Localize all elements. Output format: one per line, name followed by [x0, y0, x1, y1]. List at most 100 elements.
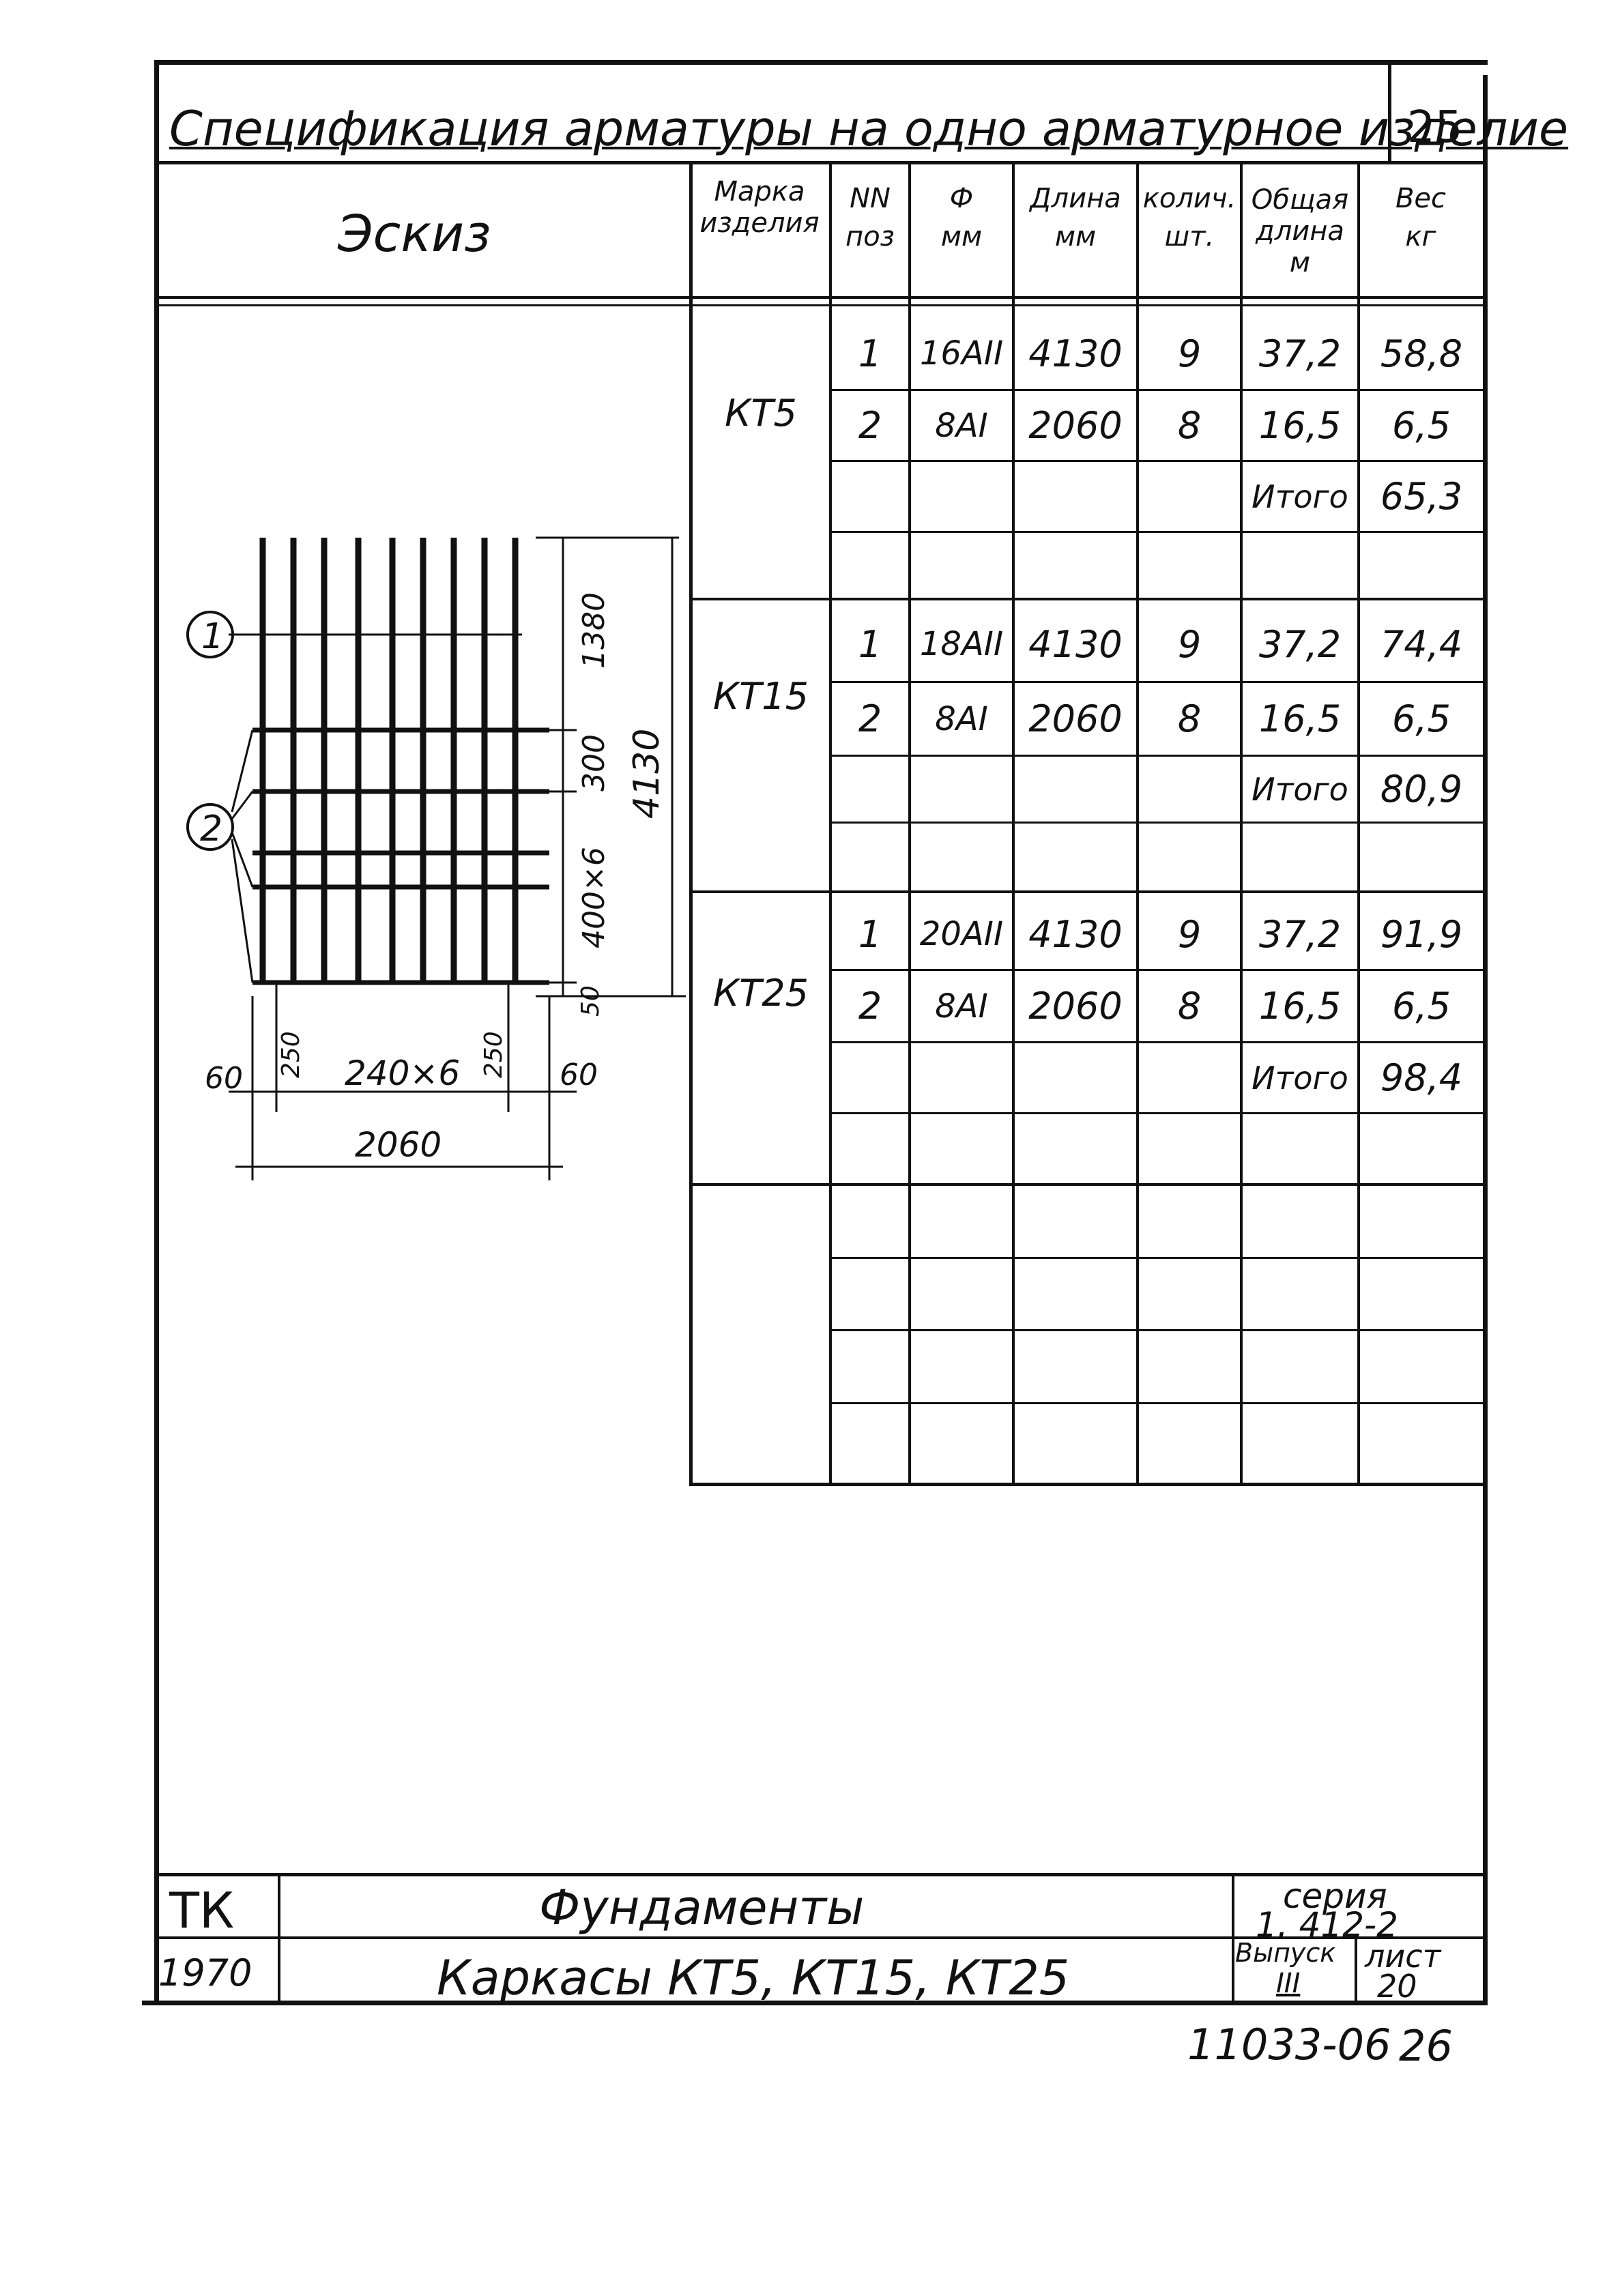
drawing-year: 1970	[158, 1951, 252, 1994]
row-length: 2060	[1028, 985, 1123, 1028]
row-dia: 20АII	[919, 915, 1004, 953]
row-pos: 2	[858, 985, 882, 1028]
row-dia: 8АI	[935, 987, 988, 1026]
row-pos: 2	[858, 697, 882, 740]
series-label: серия	[1283, 1876, 1387, 1916]
row-weight: 58,8	[1380, 332, 1463, 375]
row-total-length: 16,5	[1258, 697, 1342, 740]
frame-top	[156, 60, 1488, 65]
dim-mid: 300	[577, 734, 611, 791]
dim-left-margin: 60	[205, 1061, 243, 1096]
row-line	[829, 531, 1486, 533]
product-mark: КТ5	[725, 391, 797, 435]
col-line-weight	[1357, 162, 1360, 1486]
row-total-length: 37,2	[1258, 912, 1342, 956]
col-line-pos	[829, 162, 832, 1486]
titleblock-col-1	[278, 1875, 280, 2003]
row-dia: 8АI	[935, 406, 988, 445]
dim-center: 240×6	[345, 1053, 460, 1093]
series-value: 1. 412-2	[1256, 1905, 1398, 1945]
row-total-length: Итого	[1252, 1059, 1348, 1096]
row-total-length: 37,2	[1258, 332, 1342, 375]
row-line	[829, 1402, 1486, 1404]
row-line	[829, 1329, 1486, 1331]
spec-title: Спецификация арматуры на одно арматурное…	[169, 101, 1569, 157]
product-sep-1	[689, 598, 1486, 600]
row-line	[829, 755, 1486, 757]
row-total-length: 16,5	[1258, 985, 1342, 1028]
row-weight: 80,9	[1380, 768, 1463, 811]
row-pos: 2	[858, 404, 882, 447]
callout-2: 2	[200, 809, 222, 849]
row-weight: 98,4	[1380, 1056, 1463, 1099]
frame-bottom	[142, 2001, 1488, 2005]
dim-left-edge: 250	[277, 1031, 305, 1078]
row-total-length: Итого	[1252, 478, 1348, 515]
header-qty: колич.шт.	[1142, 183, 1236, 252]
row-line	[829, 681, 1486, 683]
row-length: 4130	[1028, 622, 1123, 666]
row-qty: 9	[1177, 622, 1202, 666]
row-line	[829, 969, 1486, 971]
row-qty: 9	[1177, 332, 1202, 375]
row-weight: 65,3	[1380, 475, 1463, 518]
product-sep-3	[689, 1183, 1486, 1186]
title-corner-divider	[1388, 63, 1391, 164]
row-length: 2060	[1028, 404, 1123, 447]
col-line-qty	[1136, 162, 1139, 1486]
row-pos: 1	[858, 332, 882, 375]
row-length: 2060	[1028, 697, 1123, 740]
row-dia: 8АI	[935, 699, 988, 738]
dim-total-height: 4130	[626, 729, 667, 819]
product-mark: КТ25	[712, 971, 809, 1015]
table-left-border	[689, 162, 693, 1486]
row-length: 4130	[1028, 912, 1123, 956]
row-line	[829, 1041, 1486, 1043]
dim-right-edge: 250	[480, 1031, 508, 1078]
col-line-length	[1012, 162, 1015, 1486]
drawing-title: Каркасы КТ5, КТ15, КТ25	[437, 1950, 1070, 2006]
dim-total-width: 2060	[355, 1125, 442, 1165]
row-line	[829, 1257, 1486, 1259]
row-dia: 18АII	[919, 625, 1004, 663]
row-line	[829, 389, 1486, 391]
titleblock-top	[156, 1873, 1488, 1876]
row-total-length: 16,5	[1258, 404, 1342, 447]
row-line	[829, 1112, 1486, 1114]
row-qty: 8	[1177, 985, 1202, 1028]
callout-1: 1	[201, 616, 224, 657]
row-weight: 74,4	[1380, 622, 1463, 666]
row-pos: 1	[858, 622, 882, 666]
product-mark: КТ15	[712, 674, 809, 718]
row-weight: 6,5	[1392, 985, 1451, 1028]
row-weight: 6,5	[1392, 697, 1451, 740]
titleblock-mid	[156, 1936, 1488, 1939]
row-dia: 16АII	[919, 334, 1004, 373]
issue-label: Выпуск	[1235, 1938, 1336, 1968]
titleblock-col-3	[1355, 1938, 1357, 2003]
drawing-subject: Фундаменты	[539, 1880, 865, 1936]
row-line	[829, 822, 1486, 824]
dim-top: 1380	[577, 592, 611, 669]
org-code: ТК	[169, 1882, 235, 1939]
table-bottom	[689, 1483, 1486, 1486]
row-total-length: 37,2	[1258, 622, 1342, 666]
title-row-bottom	[156, 161, 1488, 164]
row-total-length: Итого	[1252, 770, 1348, 808]
sketch-label: Эскиз	[338, 205, 491, 263]
col-line-total	[1240, 162, 1243, 1486]
issue-value: III	[1276, 1968, 1301, 1999]
row-line	[829, 460, 1486, 462]
header-bottom-1	[156, 296, 1488, 299]
sheet-label: лист	[1365, 1938, 1441, 1975]
titleblock-col-2	[1232, 1875, 1234, 2003]
row-qty: 8	[1177, 404, 1202, 447]
frame-left	[154, 60, 159, 2005]
dim-right-margin: 60	[560, 1058, 598, 1092]
dim-spacing: 400×6	[577, 847, 611, 948]
